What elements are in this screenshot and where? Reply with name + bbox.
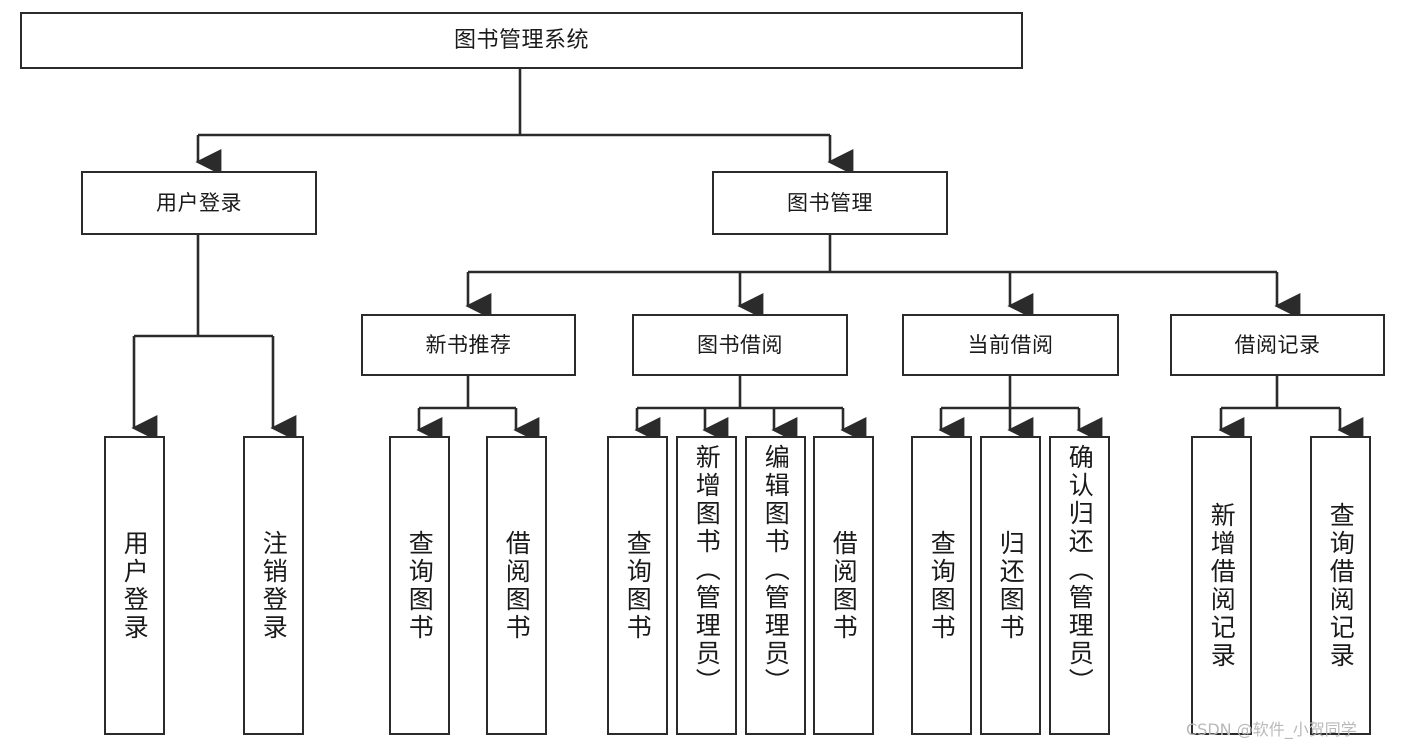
node-label: 用户登录 [120, 529, 150, 642]
node-label: 图书管理 [787, 190, 873, 215]
node-label: 新书推荐 [425, 332, 512, 357]
leaf-edit-book-admin[interactable]: 编辑图书（管理员） [745, 436, 806, 735]
leaf-return-book[interactable]: 归还图书 [980, 436, 1041, 735]
node-label: 用户登录 [156, 190, 242, 215]
node-label: 查询图书 [927, 529, 957, 642]
leaf-query-book-current[interactable]: 查询图书 [911, 436, 972, 735]
leaf-logout-login[interactable]: 注销登录 [243, 436, 304, 735]
node-root-book-management-system[interactable]: 图书管理系统 [20, 12, 1023, 69]
node-label: 图书管理系统 [453, 27, 589, 53]
node-borrow-record[interactable]: 借阅记录 [1170, 314, 1385, 376]
node-book-manage[interactable]: 图书管理 [712, 171, 948, 235]
node-label: 借阅记录 [1234, 332, 1321, 357]
node-new-book-recommend[interactable]: 新书推荐 [361, 314, 576, 376]
node-label: 确认归还（管理员） [1065, 444, 1095, 696]
node-current-borrow[interactable]: 当前借阅 [902, 314, 1119, 376]
node-label: 新增图书（管理员） [692, 444, 722, 696]
leaf-user-login[interactable]: 用户登录 [104, 436, 165, 735]
node-user-login[interactable]: 用户登录 [81, 171, 317, 235]
node-label: 借阅图书 [829, 529, 859, 642]
leaf-borrow-book-borrow[interactable]: 借阅图书 [813, 436, 874, 735]
leaf-add-book-admin[interactable]: 新增图书（管理员） [676, 436, 737, 735]
leaf-borrow-book-recommend[interactable]: 借阅图书 [486, 436, 547, 735]
leaf-confirm-return-admin[interactable]: 确认归还（管理员） [1049, 436, 1110, 735]
node-label: 图书借阅 [697, 332, 783, 357]
node-label: 借阅图书 [502, 529, 532, 642]
leaf-query-book-recommend[interactable]: 查询图书 [389, 436, 450, 735]
node-label: 查询借阅记录 [1326, 501, 1356, 670]
node-label: 查询图书 [623, 529, 653, 642]
leaf-add-borrow-record[interactable]: 新增借阅记录 [1191, 436, 1252, 735]
node-label: 编辑图书（管理员） [761, 444, 791, 696]
node-label: 注销登录 [259, 529, 289, 642]
leaf-query-borrow-record[interactable]: 查询借阅记录 [1310, 436, 1371, 735]
node-label: 查询图书 [405, 529, 435, 642]
node-book-borrow[interactable]: 图书借阅 [632, 314, 848, 376]
leaf-query-book-borrow[interactable]: 查询图书 [607, 436, 668, 735]
node-label: 新增借阅记录 [1207, 501, 1237, 670]
node-label: 当前借阅 [967, 332, 1054, 357]
node-label: 归还图书 [996, 529, 1026, 642]
